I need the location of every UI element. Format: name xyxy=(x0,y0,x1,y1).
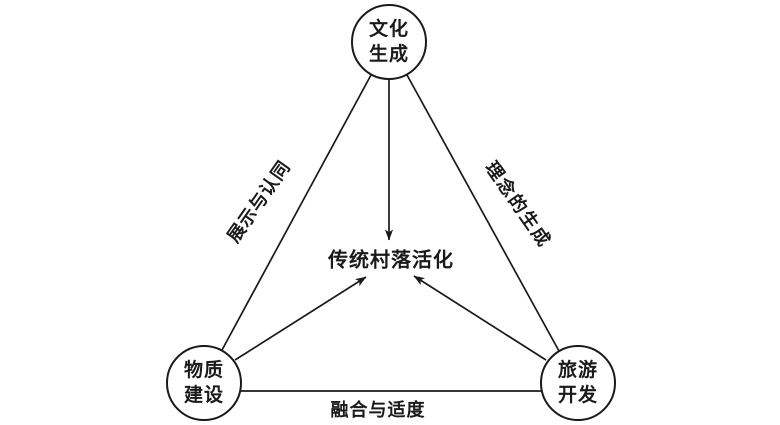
node-culture-generation: 文化 生成 xyxy=(351,4,427,80)
arrow-bottom-left-to-center xyxy=(234,276,367,361)
node-material-construction: 物质 建设 xyxy=(166,345,242,421)
node-label-line: 文化 xyxy=(368,19,409,40)
node-label-line: 开发 xyxy=(557,385,598,406)
edge-label-bottom: 融合与适度 xyxy=(330,400,426,420)
node-label-line: 生成 xyxy=(368,44,409,65)
center-label: 传统村落活化 xyxy=(328,249,454,272)
triangle-edge-right-line xyxy=(406,74,560,352)
node-tourism-development: 旅游 开发 xyxy=(540,345,616,421)
node-label-line: 物质 xyxy=(183,360,224,381)
arrow-bottom-right-to-center xyxy=(413,275,547,361)
node-label-line: 建设 xyxy=(183,385,224,406)
triangle-edge-left-line xyxy=(221,74,372,351)
node-label-line: 旅游 xyxy=(557,360,598,381)
